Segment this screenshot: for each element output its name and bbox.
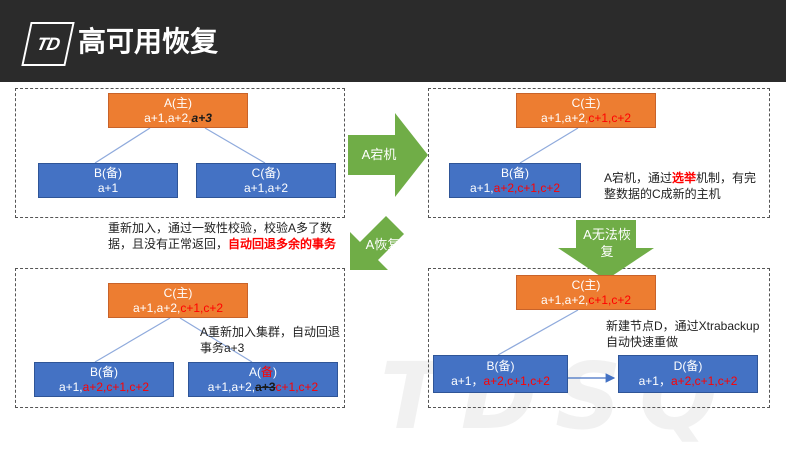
br-master-node: C(主) a+1,a+2,c+1,c+2 bbox=[516, 275, 656, 310]
br-d-value: a+1，a+2,c+1,c+2 bbox=[638, 374, 738, 388]
arrow-recover-shape bbox=[350, 216, 408, 270]
tr-master-value: a+1,a+2,c+1,c+2 bbox=[540, 110, 632, 125]
tr-b-value: a+1,a+2,c+1,c+2 bbox=[469, 180, 561, 195]
arrow-recover-label: A恢复 bbox=[365, 237, 401, 252]
bl-master-value: a+1,a+2,c+1,c+2 bbox=[132, 300, 224, 315]
tl-c-node: C(备) a+1,a+2 bbox=[196, 163, 336, 198]
bl-a-title: A(备) bbox=[248, 364, 277, 379]
tr-note: A宕机，通过选举机制，有完整数据的C成新的主机 bbox=[604, 171, 757, 201]
br-b-title: B(备) bbox=[486, 359, 515, 373]
arrow-fail-text: A无法恢复 bbox=[583, 227, 631, 259]
arrow-right-shape bbox=[348, 113, 428, 197]
panel-bottom-left bbox=[15, 268, 345, 408]
br-master-value: a+1,a+2,c+1,c+2 bbox=[540, 292, 632, 307]
bl-a-value: a+1,a+2,a+3c+1,c+2 bbox=[207, 379, 319, 394]
tl-b-title: B(备) bbox=[94, 165, 122, 180]
br-d-title: D(备) bbox=[673, 359, 703, 373]
tl-c-value: a+1,a+2 bbox=[243, 180, 289, 195]
tl-c-title: C(备) bbox=[251, 165, 281, 180]
br-b-value: a+1，a+2,c+1,c+2 bbox=[451, 374, 550, 388]
bl-b-value: a+1,a+2,c+1,c+2 bbox=[58, 379, 150, 394]
arrow-fail-label: A无法恢复 bbox=[580, 226, 634, 260]
edge-tl-master-c bbox=[204, 127, 266, 164]
tl-b-value: a+1 bbox=[97, 180, 119, 195]
tl-master-title: A(主) bbox=[164, 95, 192, 110]
arrow-down-time-label: A宕机 bbox=[361, 147, 397, 162]
tr-b-node: B(备) a+1,a+2,c+1,c+2 bbox=[449, 163, 581, 198]
bl-master-title: C(主) bbox=[163, 285, 193, 300]
bl-master-node: C(主) a+1,a+2,c+1,c+2 bbox=[108, 283, 248, 318]
edge-tl-master-b bbox=[94, 127, 151, 164]
tr-master-node: C(主) a+1,a+2,c+1,c+2 bbox=[516, 93, 656, 128]
panel-top-left bbox=[15, 88, 345, 218]
tr-master-title: C(主) bbox=[571, 95, 601, 110]
header-bar: TD 高可用恢复 bbox=[0, 0, 786, 82]
bl-b-node: B(备) a+1,a+2,c+1,c+2 bbox=[34, 362, 174, 397]
edge-bl-master-a bbox=[179, 317, 253, 363]
br-b-node: B(备) a+1，a+2,c+1,c+2 bbox=[433, 355, 568, 393]
bl-a-node: A(备) a+1,a+2,a+3c+1,c+2 bbox=[188, 362, 338, 397]
page-title: 高可用恢复 bbox=[78, 25, 219, 58]
tl-note: 重新加入，通过一致性校验，校验A多了数据，且没有正常返回，自动回退多余的事务 bbox=[108, 221, 337, 251]
edge-bl-master-b bbox=[94, 317, 171, 363]
bl-note: A重新加入集群，自动回退事务a+3 bbox=[200, 325, 341, 355]
br-note: 新建节点D，通过Xtrabackup自动快速重做 bbox=[606, 319, 760, 349]
tl-master-value: a+1,a+2,a+3 bbox=[144, 110, 212, 125]
br-d-node: D(备) a+1，a+2,c+1,c+2 bbox=[618, 355, 758, 393]
tl-b-node: B(备) a+1 bbox=[38, 163, 178, 198]
edge-br-master-b bbox=[497, 309, 579, 356]
edge-tr-master-b bbox=[519, 127, 579, 164]
bl-b-title: B(备) bbox=[90, 364, 118, 379]
arrow-down-shape bbox=[558, 220, 654, 280]
br-master-title: C(主) bbox=[571, 277, 601, 292]
tl-master-node: A(主) a+1,a+2,a+3 bbox=[108, 93, 248, 128]
tr-b-title: B(备) bbox=[501, 165, 529, 180]
panel-top-right bbox=[428, 88, 770, 218]
